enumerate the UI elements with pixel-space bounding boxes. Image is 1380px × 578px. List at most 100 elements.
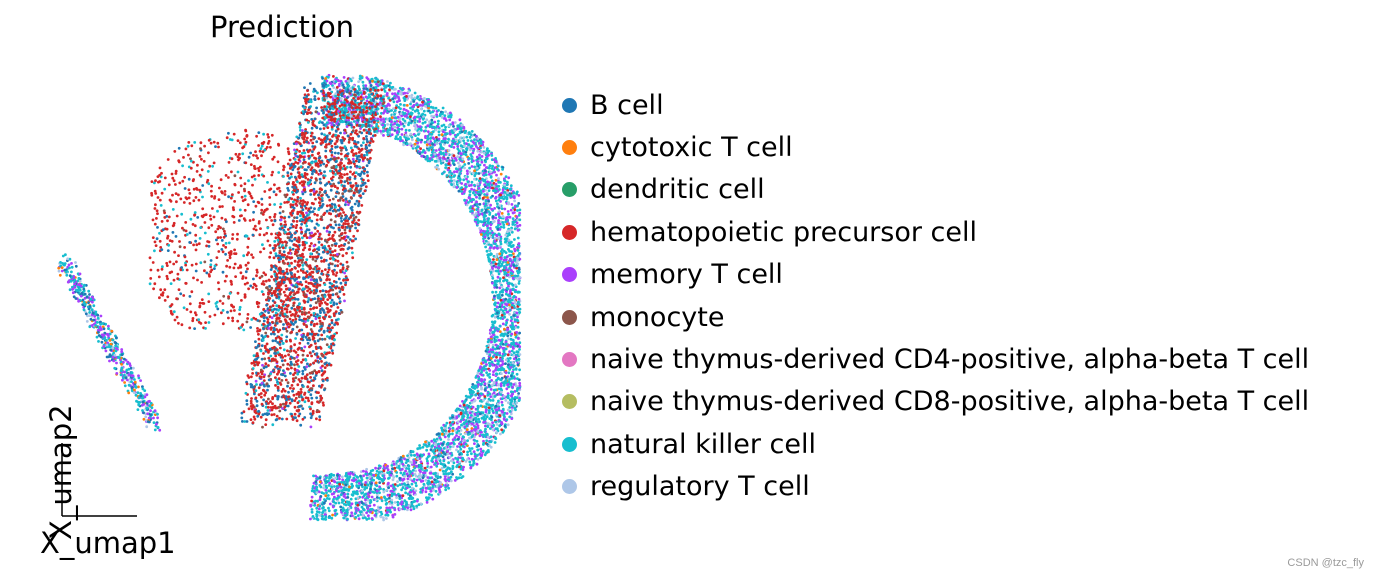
cell-point xyxy=(409,132,413,136)
cell-point xyxy=(467,131,471,135)
cell-point xyxy=(424,486,428,490)
cell-point xyxy=(88,325,92,329)
cell-point xyxy=(471,422,474,426)
cell-point xyxy=(372,473,375,477)
cell-point xyxy=(315,510,319,513)
cell-point xyxy=(466,416,470,419)
cell-point xyxy=(446,132,449,136)
cell-point xyxy=(500,207,504,211)
cell-point xyxy=(436,454,440,458)
cell-point xyxy=(424,136,427,140)
cell-point xyxy=(389,81,392,85)
cell-point xyxy=(350,502,354,506)
cell-point xyxy=(499,316,503,320)
cell-point xyxy=(498,204,502,208)
cell-point xyxy=(495,378,498,382)
cell-point xyxy=(406,480,410,484)
cell-point xyxy=(405,500,408,504)
cell-point xyxy=(310,489,314,493)
cell-point xyxy=(367,517,371,520)
cell-point xyxy=(439,161,443,165)
cell-point xyxy=(512,316,516,319)
cell-point xyxy=(353,490,356,494)
cell-point xyxy=(410,93,414,97)
cell-point xyxy=(481,449,485,453)
cell-point xyxy=(457,124,461,127)
cell-point xyxy=(418,117,422,121)
cell-point xyxy=(510,349,514,353)
cell-point xyxy=(484,451,488,455)
cell-point xyxy=(510,253,513,257)
cell-point xyxy=(316,518,320,522)
cell-point xyxy=(494,347,497,351)
cell-point xyxy=(493,166,497,170)
cell-point xyxy=(321,514,324,518)
cell-point xyxy=(421,100,424,104)
cell-point xyxy=(322,517,325,521)
cell-point xyxy=(454,138,458,142)
cell-point xyxy=(466,180,470,184)
cell-point xyxy=(489,235,493,239)
cell-point xyxy=(501,168,504,171)
cell-point xyxy=(486,348,490,351)
cell-point xyxy=(490,154,494,157)
cell-point xyxy=(345,82,349,85)
cell-point xyxy=(430,493,433,497)
cell-point xyxy=(493,286,497,289)
cell-point xyxy=(516,258,519,262)
cell-point xyxy=(428,132,432,136)
cell-point xyxy=(70,270,73,274)
cell-point xyxy=(508,233,511,237)
cell-point xyxy=(488,380,492,384)
cell-point xyxy=(85,320,89,323)
cell-point xyxy=(87,314,91,317)
cell-point xyxy=(449,424,453,427)
cell-point xyxy=(498,277,502,281)
cell-point xyxy=(452,179,456,182)
cell-point xyxy=(476,219,480,223)
cell-point xyxy=(316,477,320,480)
cell-point xyxy=(486,186,489,190)
cell-point xyxy=(447,149,451,152)
cell-point xyxy=(407,467,411,471)
cell-point xyxy=(499,172,503,176)
cell-point xyxy=(429,111,432,115)
cell-point xyxy=(366,492,370,496)
cell-point xyxy=(500,372,503,375)
cell-point xyxy=(332,500,336,504)
cell-point xyxy=(491,186,494,190)
cell-point xyxy=(398,494,401,498)
cell-point xyxy=(441,112,444,116)
cell-point xyxy=(415,504,418,508)
cell-point xyxy=(408,490,412,494)
cell-point xyxy=(507,298,511,302)
cell-point xyxy=(396,500,400,504)
cell-point xyxy=(404,131,408,135)
cell-point xyxy=(374,466,377,470)
cell-point xyxy=(489,196,493,199)
cell-point xyxy=(358,501,361,504)
cell-point xyxy=(383,90,387,93)
cell-point xyxy=(115,372,119,375)
cell-point xyxy=(497,223,500,227)
cell-point xyxy=(496,227,500,231)
cell-point xyxy=(485,371,488,374)
cell-point xyxy=(501,410,504,414)
cell-point xyxy=(503,327,506,331)
cell-point xyxy=(505,321,508,325)
cell-point xyxy=(498,364,502,368)
cell-point xyxy=(424,490,428,494)
cell-point xyxy=(365,467,368,471)
cell-point xyxy=(447,115,450,119)
scatter-points xyxy=(57,73,522,522)
cell-point xyxy=(403,91,407,95)
cell-point xyxy=(389,489,393,493)
cell-point xyxy=(462,126,466,130)
cell-point xyxy=(401,486,405,489)
cell-point xyxy=(498,279,501,283)
cell-point xyxy=(409,115,412,119)
cell-point xyxy=(486,196,489,199)
cell-point xyxy=(504,323,508,327)
cell-point xyxy=(476,146,480,150)
cell-point xyxy=(314,480,318,483)
